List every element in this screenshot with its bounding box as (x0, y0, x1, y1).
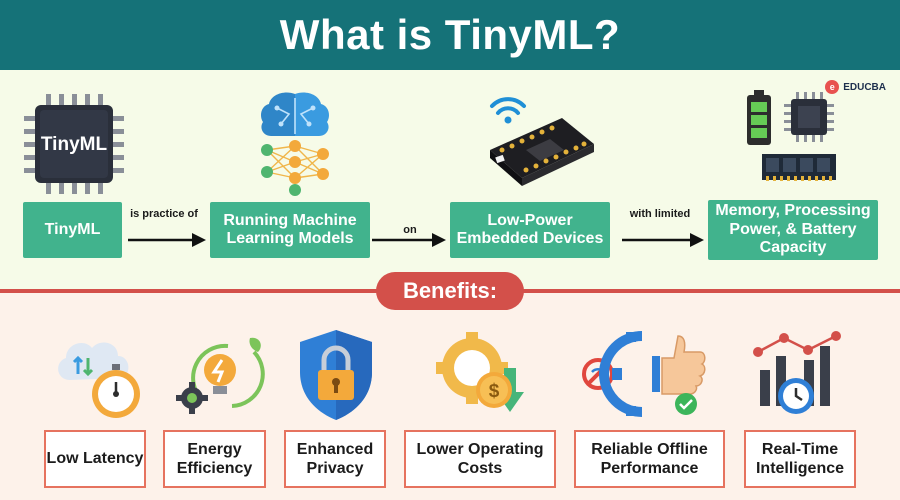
arrow-right-icon (372, 233, 446, 247)
hardware-resources-icon (747, 90, 836, 181)
benefit-energy-efficiency: Energy Efficiency (163, 430, 266, 488)
arrow-label-limited: with limited (629, 208, 691, 220)
embedded-board-icon (490, 97, 594, 186)
arrow-label-on: on (403, 224, 417, 236)
arrow-label-practice: is practice of (130, 208, 198, 220)
page-title: What is TinyML? (279, 11, 621, 58)
benefit-lower-operating-costs: Lower Operating Costs (404, 430, 556, 488)
benefit-low-latency: Low Latency (44, 430, 146, 488)
svg-text:$: $ (489, 381, 500, 402)
chart-clock-icon (753, 331, 841, 414)
cloud-stopwatch-icon (58, 342, 140, 418)
logo-text: EDUCBA (843, 81, 886, 93)
arrow-right-icon (622, 233, 704, 247)
flow-box-ml-models: Running Machine Learning Models (210, 202, 370, 258)
gear-coin-icon: $ (436, 332, 524, 412)
chip-label: TinyML (41, 134, 108, 155)
benefit-offline-performance: Reliable Offline Performance (574, 430, 725, 488)
brand-logo: e EDUCBA (825, 80, 886, 94)
benefit-real-time-intelligence: Real-Time Intelligence (744, 430, 856, 488)
header-banner: What is TinyML? (0, 0, 900, 70)
brain-network-icon (261, 92, 329, 196)
offline-thumbs-up-icon (582, 331, 706, 417)
arrow-right-icon (128, 233, 206, 247)
flow-box-embedded-devices: Low-Power Embedded Devices (450, 202, 610, 258)
bulb-gear-icon (176, 337, 265, 414)
benefits-heading: Benefits: (376, 272, 524, 310)
flow-box-resources: Memory, Processing Power, & Battery Capa… (708, 200, 878, 260)
flow-box-tinyml: TinyML (23, 202, 122, 258)
shield-lock-icon (300, 330, 372, 420)
benefit-enhanced-privacy: Enhanced Privacy (284, 430, 386, 488)
logo-mark-icon: e (825, 80, 840, 94)
microchip-icon: TinyML (24, 94, 124, 194)
